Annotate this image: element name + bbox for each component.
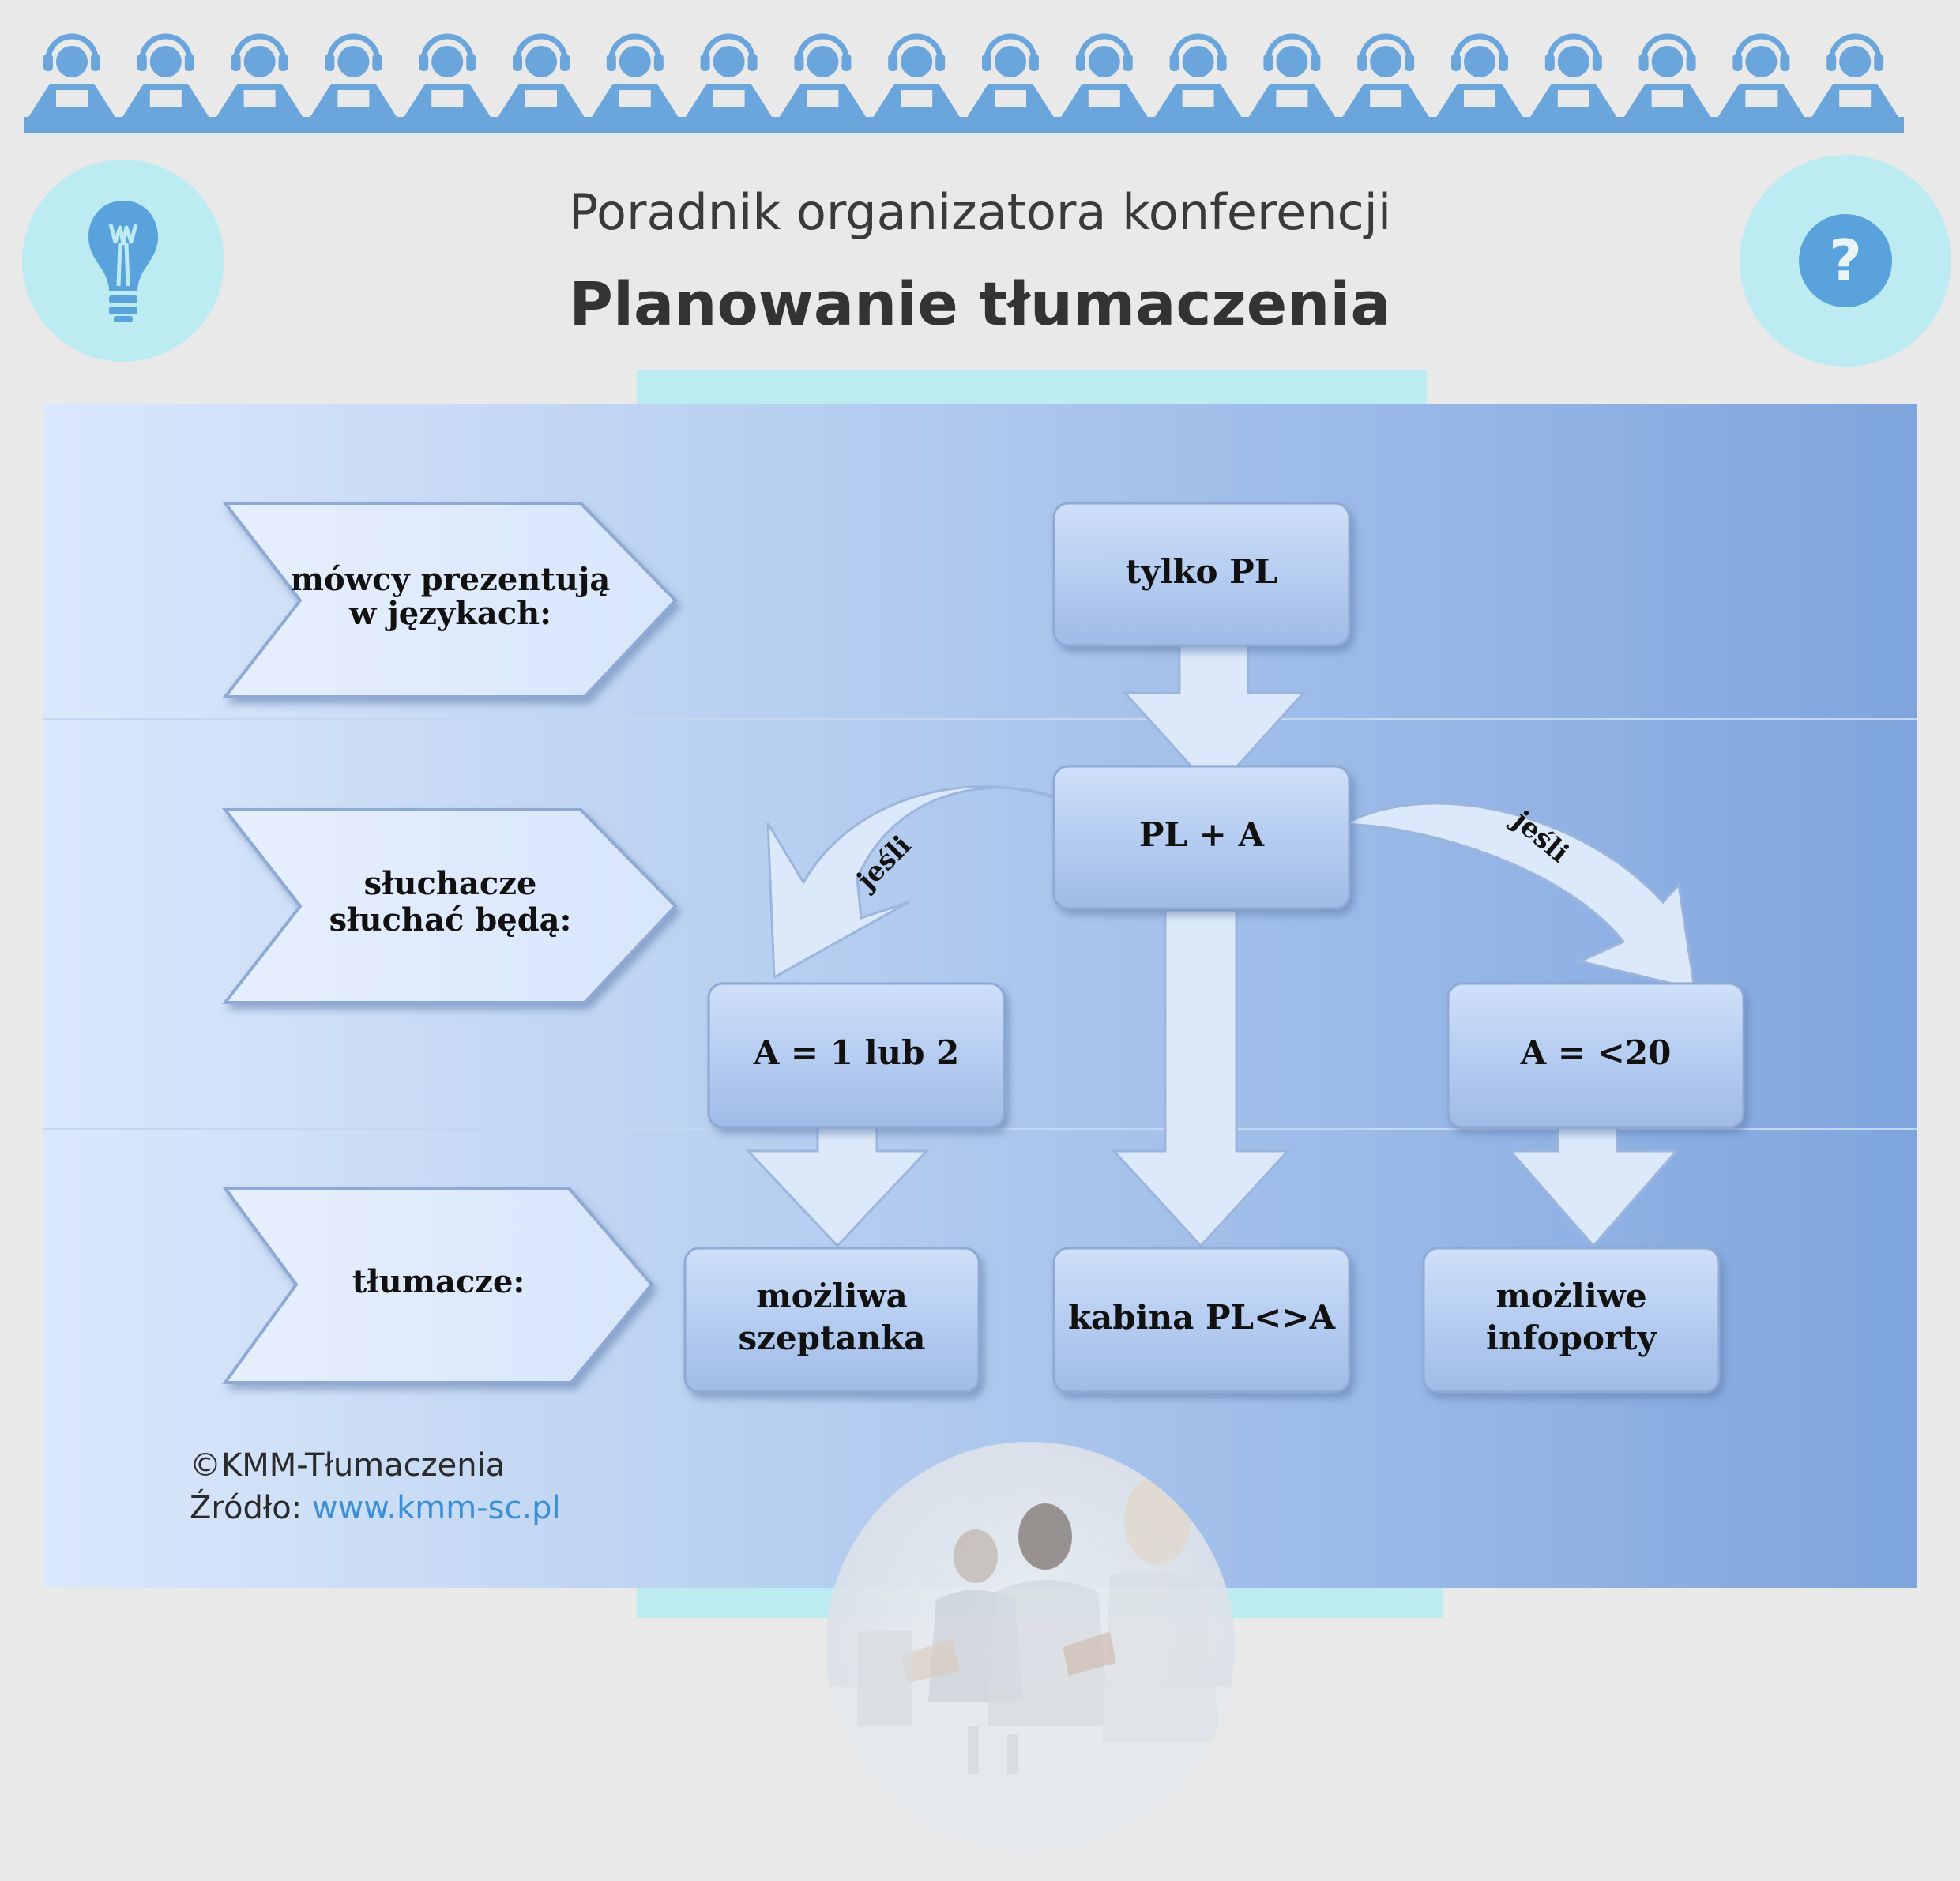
row-label-speakers: mówcy prezentują w językach:: [221, 502, 678, 698]
node-infoports: możliwe infoporty: [1422, 1247, 1721, 1394]
node-only-pl-text: tylko PL: [1126, 552, 1278, 591]
row-label-interpreters-text: tłumacze:: [352, 1263, 525, 1300]
node-whispering-line1: możliwa: [756, 1277, 908, 1315]
page-title: Planowanie tłumaczenia: [569, 269, 1391, 339]
row-label-listeners-line2: słuchać będą:: [329, 901, 572, 939]
listener-with-headphones-icon: [497, 33, 585, 119]
curved-arrow-right: [1342, 802, 1696, 991]
decorative-strip-top: [637, 370, 1427, 404]
listener-with-headphones-icon: [1059, 33, 1149, 119]
lightbulb-badge: [22, 160, 224, 362]
source-label: Źródło:: [190, 1490, 312, 1526]
curved-arrow-left: [766, 785, 1082, 980]
translation-planning-flowchart: mówcy prezentują w językach: słuchacze s…: [43, 502, 1917, 1394]
node-only-pl: tylko PL: [1052, 502, 1351, 647]
row-label-listeners-line1: słuchacze: [364, 865, 537, 902]
node-whispering-line2: szeptanka: [738, 1319, 925, 1357]
node-few-listeners: A = 1 lub 2: [707, 982, 1006, 1129]
listener-with-headphones-icon: [1153, 33, 1243, 119]
row-label-interpreters: tłumacze:: [222, 1187, 654, 1384]
listener-with-headphones-icon: [1435, 33, 1524, 119]
listener-with-headphones-icon: [1529, 33, 1618, 119]
help-badge: ?: [1740, 155, 1951, 367]
listener-with-headphones-icon: [684, 33, 773, 119]
node-many-listeners-text: A = <20: [1520, 1033, 1672, 1072]
listener-with-headphones-icon: [403, 33, 492, 119]
source-link[interactable]: www.kmm-sc.pl: [311, 1490, 561, 1526]
listener-with-headphones-icon: [309, 33, 398, 119]
node-pl-plus-a: PL + A: [1052, 765, 1351, 910]
credit-block: ©KMM-Tłumaczenia Źródło: www.kmm-sc.pl: [190, 1444, 561, 1529]
listener-with-headphones-icon: [28, 33, 116, 119]
question-mark-icon: ?: [1799, 214, 1892, 307]
listener-with-headphones-icon: [872, 33, 961, 119]
lightbulb-icon: [88, 201, 158, 322]
arrow-pla-to-booth: [1111, 909, 1291, 1248]
source-line: Źródło: www.kmm-sc.pl: [190, 1487, 561, 1529]
copyright-text: ©KMM-Tłumaczenia: [190, 1447, 506, 1484]
page-subtitle: Poradnik organizatora konferencji: [568, 183, 1392, 241]
node-pl-plus-a-text: PL + A: [1139, 815, 1266, 854]
listener-with-headphones-icon: [778, 33, 867, 119]
arrow-many-to-infoports: [1507, 1123, 1680, 1248]
listener-with-headphones-icon: [215, 33, 304, 119]
arrow-few-to-whisper: [745, 1123, 930, 1248]
listener-with-headphones-icon: [1341, 33, 1431, 119]
row-label-speakers-line1: mówcy prezentują: [291, 561, 611, 598]
audience-photo: [826, 1442, 1235, 1851]
listener-with-headphones-icon: [966, 33, 1055, 119]
applauding-people-image: [826, 1477, 1235, 1851]
listeners-icon-row: [24, 33, 1904, 133]
row-label-listeners: słuchacze słuchać będą:: [221, 808, 678, 1004]
listener-with-headphones-icon: [590, 33, 679, 119]
node-whispering: możliwa szeptanka: [683, 1247, 980, 1394]
row-label-speakers-line2: w językach:: [348, 595, 551, 632]
listener-with-headphones-icon: [1811, 33, 1900, 119]
listener-with-headphones-icon: [1623, 33, 1712, 119]
node-booth: kabina PL<>A: [1052, 1247, 1351, 1394]
listeners-base-bar: [24, 117, 1904, 133]
arrow-pl-to-pla: [1122, 644, 1307, 794]
node-infoports-line2: infoporty: [1486, 1319, 1657, 1357]
node-few-listeners-text: A = 1 lub 2: [753, 1033, 960, 1072]
node-infoports-line1: możliwe: [1495, 1277, 1646, 1315]
listener-with-headphones-icon: [121, 33, 210, 119]
node-booth-text: kabina PL<>A: [1068, 1298, 1337, 1337]
node-many-listeners: A = <20: [1446, 982, 1745, 1129]
listener-with-headphones-icon: [1717, 33, 1806, 119]
listener-with-headphones-icon: [1247, 33, 1337, 119]
